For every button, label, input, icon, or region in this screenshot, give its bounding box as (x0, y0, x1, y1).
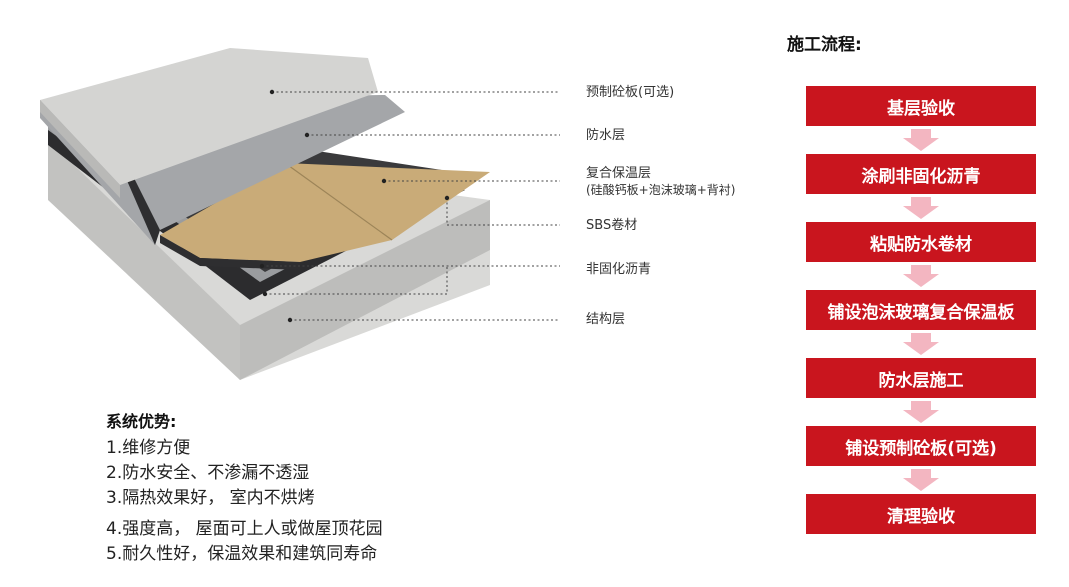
process-step: 铺设泡沫玻璃复合保温板 (806, 290, 1036, 330)
insulation-front (160, 235, 300, 270)
process-flow: 基层验收 涂刷非固化沥青 粘贴防水卷材 铺设泡沫玻璃复合保温板 防水层施工 铺设… (806, 86, 1036, 534)
process-step: 清理验收 (806, 494, 1036, 534)
advantage-item: 4.强度高， 屋面可上人或做屋顶花园 (106, 519, 383, 539)
advantages-block: 系统优势: 1.维修方便 2.防水安全、不渗漏不透湿 3.隔热效果好， 室内不烘… (106, 408, 526, 567)
insulation-joint (284, 162, 393, 241)
structure-slab-front (48, 140, 240, 380)
advantage-item: 3.隔热效果好， 室内不烘烤 (106, 488, 315, 508)
structure-slab-right (240, 200, 490, 380)
marker-waterproof (304, 132, 310, 138)
marker-precast (269, 89, 275, 95)
layer-label-sbs: SBS卷材 (586, 218, 638, 233)
precast-slab-front (40, 100, 120, 198)
layer-label-insulation: 复合保温层 (硅酸钙板+泡沫玻璃+背衬) (586, 166, 736, 197)
marker-insulation (381, 178, 387, 184)
layer-label-asphalt: 非固化沥青 (586, 262, 652, 277)
layer-label-precast: 预制砼板(可选) (586, 85, 675, 100)
advantage-item: 2.防水安全、不渗漏不透湿 (106, 463, 310, 483)
process-step: 粘贴防水卷材 (806, 222, 1036, 262)
process-step: 涂刷非固化沥青 (806, 154, 1036, 194)
process-step: 铺设预制砼板(可选) (806, 426, 1036, 466)
advantages-title: 系统优势: (106, 412, 177, 431)
leader-asphalt-2 (265, 266, 448, 295)
process-title: 施工流程: (787, 35, 862, 55)
layer-label-insulation-sub: (硅酸钙板+泡沫玻璃+背衬) (586, 183, 736, 197)
marker-asphalt (259, 263, 265, 269)
down-arrow-icon (806, 194, 1036, 222)
roof-layer-diagram (40, 48, 560, 380)
down-arrow-icon (806, 398, 1036, 426)
leader-sbs (446, 198, 560, 226)
marker-asphalt-2 (262, 291, 268, 297)
down-arrow-icon (806, 330, 1036, 358)
advantage-item: 1.维修方便 (106, 438, 191, 458)
advantage-item: 5.耐久性好，保温效果和建筑同寿命 (106, 544, 378, 564)
marker-structure (287, 317, 293, 323)
layer-label-structure: 结构层 (586, 312, 626, 327)
down-arrow-icon (806, 126, 1036, 154)
process-step: 基层验收 (806, 86, 1036, 126)
process-step: 防水层施工 (806, 358, 1036, 398)
layer-label-waterproof: 防水层 (586, 128, 626, 143)
marker-sbs (444, 195, 450, 201)
precast-slab-top (40, 48, 378, 185)
down-arrow-icon (806, 466, 1036, 494)
down-arrow-icon (806, 262, 1036, 290)
